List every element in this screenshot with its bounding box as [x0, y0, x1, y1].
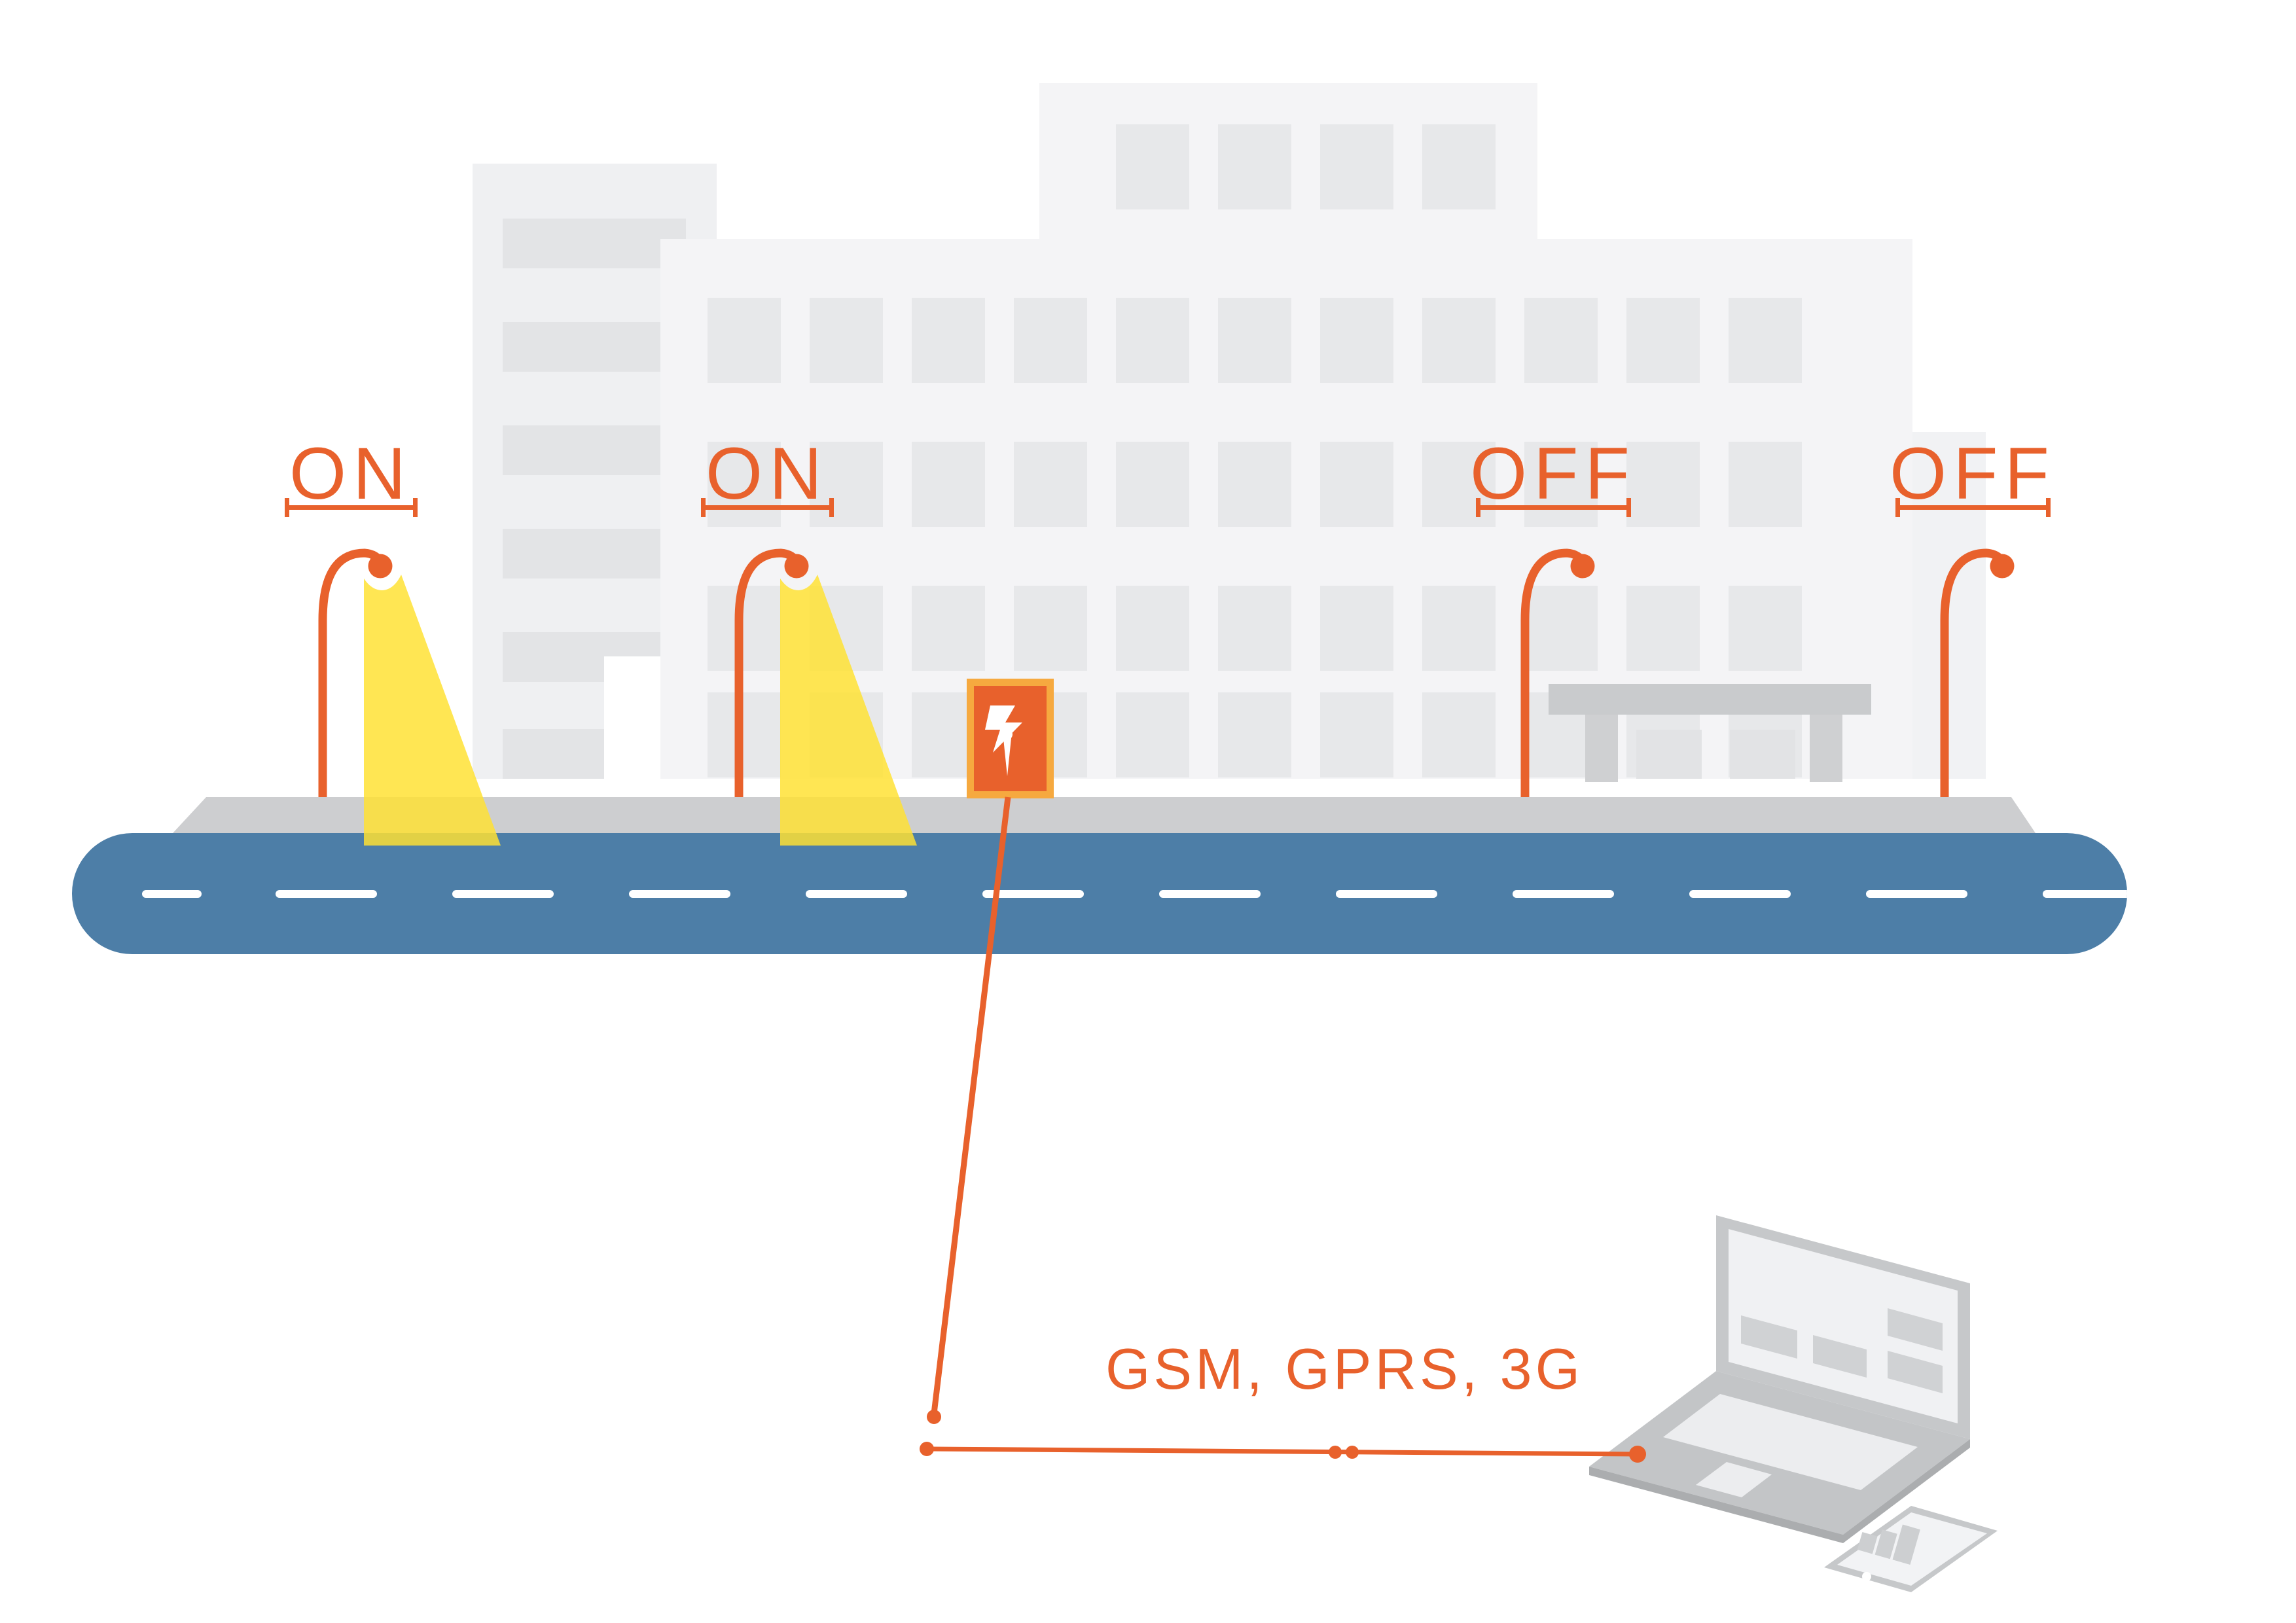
underline-tick-left [285, 498, 289, 517]
label-underline [1897, 505, 2048, 510]
underline-tick-left [701, 498, 706, 517]
label-underline [1478, 505, 1628, 510]
wire-from-power-box [931, 796, 1011, 1414]
entrance-door-right [1730, 730, 1795, 779]
building-left-windows [503, 219, 686, 779]
laptop-base-edge [1589, 1439, 1970, 1543]
link-dot-middle-2 [1346, 1446, 1359, 1459]
entrance-awning [1549, 684, 1871, 715]
entrance-pillar-right [1810, 715, 1842, 782]
building-entrance [1549, 684, 1871, 782]
smartphone-icon [1824, 1506, 1998, 1592]
link-dot-laptop [1629, 1446, 1646, 1463]
lightning-bolt-icon [985, 705, 1022, 776]
lamp-4-status-label: OFF [1890, 433, 2056, 517]
lamp-2-status-label: ON [701, 433, 834, 517]
lamp-3-status-text: OFF [1470, 433, 1636, 514]
underline-tick-right [1626, 498, 1631, 517]
label-underline [703, 505, 831, 510]
connection-label: GSM, GPRS, 3G [1105, 1336, 1583, 1401]
city-skyline [473, 83, 1986, 782]
connection-line [920, 796, 1646, 1463]
laptop-keyboard [1663, 1394, 1918, 1490]
lamp-1-status-label: ON [285, 433, 418, 517]
underline-tick-left [1895, 498, 1900, 517]
entrance-pillar-left [1585, 715, 1618, 782]
power-control-box [967, 679, 1054, 798]
underline-tick-left [1476, 498, 1480, 517]
light-beam-lamp-1 [364, 575, 501, 846]
laptop-trackpad [1696, 1462, 1772, 1497]
smartphone-home-button [1862, 1572, 1871, 1581]
sidewalk [173, 797, 2036, 833]
smartphone-screen-content [1857, 1524, 1920, 1565]
label-underline [287, 505, 415, 510]
lamp-2-status-text: ON [706, 433, 829, 514]
wireless-link-line [926, 1446, 1638, 1457]
road-lane-markings [142, 890, 2127, 898]
link-dot-middle-1 [1329, 1446, 1342, 1459]
underline-tick-right [413, 498, 418, 517]
link-dot-left [920, 1442, 934, 1456]
lamp-1-status-text: ON [289, 433, 412, 514]
wire-node-dot [927, 1410, 941, 1424]
laptop-icon [1589, 1215, 1970, 1543]
lamp-4-status-text: OFF [1890, 433, 2056, 514]
underline-tick-right [829, 498, 834, 517]
lamp-3-status-label: OFF [1470, 433, 1636, 517]
light-beam-lamp-2 [780, 575, 917, 846]
entrance-door-left [1636, 730, 1702, 779]
laptop-screen-content [1741, 1308, 1943, 1393]
road [72, 833, 2127, 954]
underline-tick-right [2046, 498, 2051, 517]
